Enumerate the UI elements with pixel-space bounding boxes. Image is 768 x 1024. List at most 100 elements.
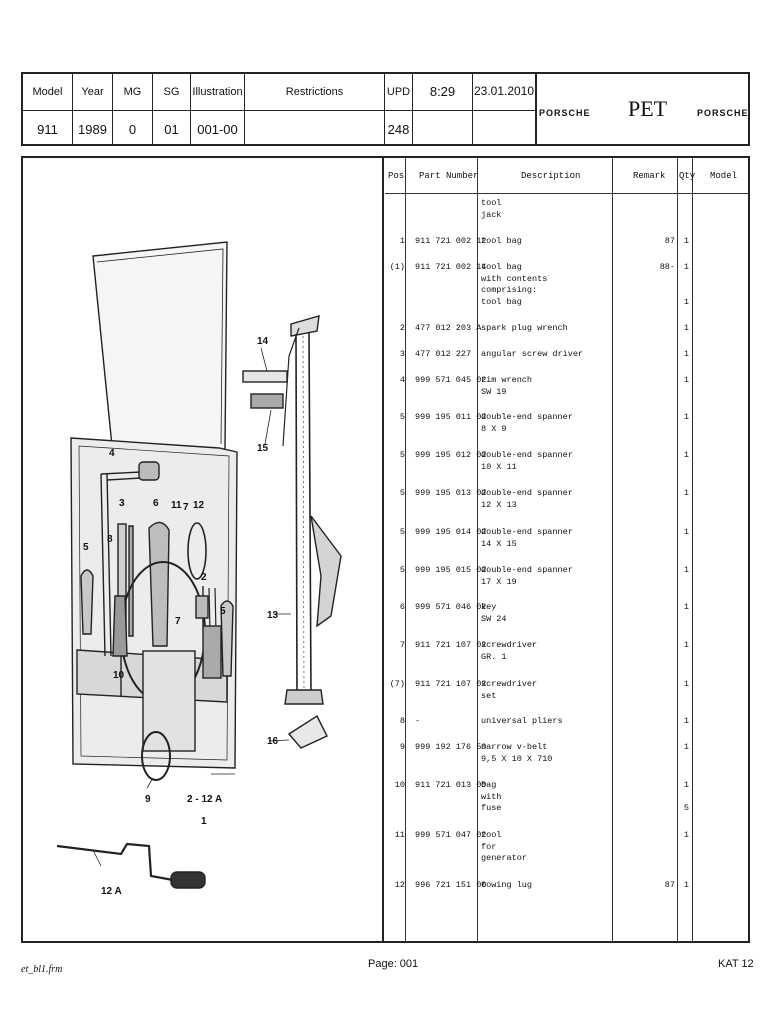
header-box: Model 911 Year 1989 MG 0 SG 01 Illustrat…	[21, 72, 750, 146]
cell-qty: 1	[683, 830, 689, 840]
callout: 2 - 12 A	[187, 794, 222, 805]
cell-qty: 1	[683, 527, 689, 537]
cell-part: 911 721 002 14	[415, 262, 487, 272]
callout: 1	[201, 816, 207, 827]
cell-part: 911 721 107 02	[415, 679, 487, 689]
header-col-model: Model 911	[23, 74, 73, 144]
jack-arm	[310, 515, 342, 628]
parts-illustration: 14 15 4 3 6 11 7 12 8 5 2 5 10 7 13 16 9…	[21, 156, 384, 943]
cell-desc: tool jack	[481, 198, 502, 220]
col-header-qty: Qty	[679, 171, 696, 181]
footer-page: Page: 001	[368, 958, 419, 970]
spark-plug-wrench	[148, 521, 170, 647]
col-header-desc: Description	[521, 171, 581, 181]
part-14	[242, 370, 288, 383]
cell-part: 999 195 011 02	[415, 412, 487, 422]
header-date: 23.01.2010	[473, 84, 535, 98]
cell-part: 999 571 046 02	[415, 602, 487, 612]
cell-qty: 1	[683, 880, 689, 890]
cell-desc: double-end spanner 12 X 13	[481, 488, 573, 510]
callout: 11	[171, 500, 182, 511]
cell-part: 999 192 176 50	[415, 742, 487, 752]
header-time: 8:29	[429, 84, 456, 99]
cell-pos: 5	[399, 450, 405, 460]
cell-part: 996 721 151 00	[415, 880, 487, 890]
cell-pos: 11	[394, 830, 405, 840]
header-col-year: Year 1989	[73, 74, 113, 144]
callout: 10	[113, 670, 125, 681]
content-box	[21, 156, 750, 943]
tool-kit-drawing: 14 15 4 3 6 11 7 12 8 5 2 5 10 7 13 16 9…	[56, 241, 342, 897]
cell-pos: 1	[399, 236, 405, 246]
cell-remark: 87	[664, 236, 675, 246]
part-16	[287, 714, 328, 749]
cell-qty: 1	[683, 323, 689, 333]
cell-desc: tool for generator	[481, 830, 527, 863]
callout: 7	[183, 502, 189, 513]
cell-remark: 87	[664, 880, 675, 890]
cell-desc: universal pliers	[481, 716, 563, 726]
col-header-part: Part Number	[419, 171, 479, 181]
porsche-logo-left: PORSCHE	[539, 108, 591, 118]
cell-part: 999 571 047 02	[415, 830, 487, 840]
cell-pos: 9	[399, 742, 405, 752]
cell-desc: bag with fuse	[481, 780, 502, 813]
jack-head	[290, 315, 320, 337]
callout: 5	[83, 542, 89, 553]
cell-desc: double-end spanner 10 X 11	[481, 450, 573, 472]
cell-pos: 10	[394, 780, 405, 790]
cell-qty: 1	[683, 488, 689, 498]
cell-qty: 1	[683, 375, 689, 385]
parts-table: Pos Part Number Description Remark Qty M…	[385, 158, 748, 941]
callout: 7	[175, 616, 181, 627]
cell-part: 911 721 107 02	[415, 640, 487, 650]
key	[187, 522, 207, 580]
col-header-model: Model	[710, 171, 738, 181]
cell-part: 477 012 227	[415, 349, 472, 359]
cell-part: 999 195 015 02	[415, 565, 487, 575]
cell-pos: 4	[399, 375, 405, 385]
cell-pos: 7	[399, 640, 405, 650]
cell-pos: 5	[399, 565, 405, 575]
cell-desc: key SW 24	[481, 602, 507, 624]
cell-qty: 1	[683, 742, 689, 752]
header-time-cell: 8:29	[413, 74, 473, 144]
cell-pos: 2	[399, 323, 405, 333]
header-col-illustration: Illustration 001-00	[191, 74, 245, 144]
callout: 12	[193, 500, 205, 511]
cell-part: 999 195 014 02	[415, 527, 487, 537]
header-col-mg: MG 0	[113, 74, 153, 144]
cell-qty: 1	[683, 716, 689, 726]
header-date-cell: 23.01.2010	[473, 74, 537, 144]
app-title: PET	[628, 96, 668, 121]
cell-qty: 1 5	[683, 780, 689, 813]
header-col-upd: UPD 248	[385, 74, 413, 144]
cell-desc: rim wrench SW 19	[481, 375, 533, 397]
cell-desc: screwdriver set	[481, 679, 538, 701]
pouch	[142, 650, 196, 752]
cell-qty: 1	[683, 602, 689, 612]
cell-desc: double-end spanner 17 X 19	[481, 565, 573, 587]
cell-pos: (7)	[389, 679, 405, 689]
cell-pos: 5	[399, 488, 405, 498]
cell-pos: (1)	[389, 262, 405, 272]
callout: 8	[107, 534, 113, 545]
callout: 4	[109, 448, 115, 459]
porsche-logo-right: PORSCHE	[697, 108, 749, 118]
cell-qty: 1 1	[683, 262, 689, 307]
cell-pos: 8	[399, 716, 405, 726]
callout: 6	[153, 498, 159, 509]
cell-desc: double-end spanner 14 X 15	[481, 527, 573, 549]
cell-desc: double-end spanner 8 X 9	[481, 412, 573, 434]
crank-grip	[170, 871, 206, 889]
cell-desc: spark plug wrench	[481, 323, 568, 333]
header-col-restrictions: Restrictions	[245, 74, 385, 144]
cell-part: 911 721 002 12	[415, 236, 487, 246]
cell-qty: 1	[683, 679, 689, 689]
callout: 13	[267, 610, 279, 621]
callout: 15	[257, 443, 269, 454]
rim-wrench	[100, 473, 112, 657]
cell-qty: 1	[683, 565, 689, 575]
cell-pos: 5	[399, 527, 405, 537]
cell-part: 999 571 045 02	[415, 375, 487, 385]
